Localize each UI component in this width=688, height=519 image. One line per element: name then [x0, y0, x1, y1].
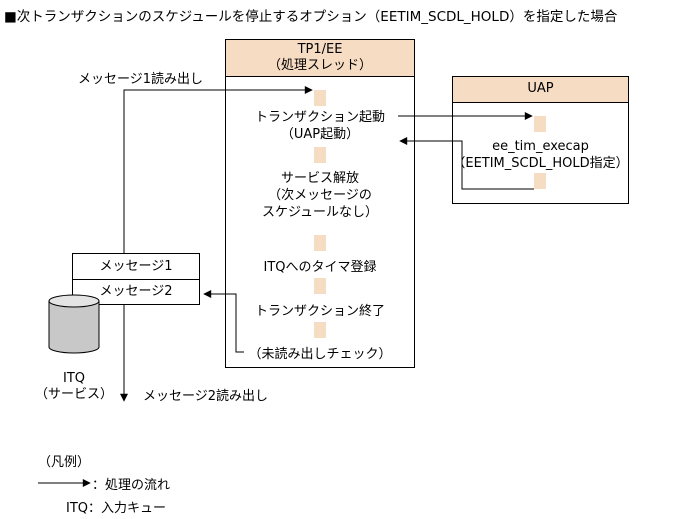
uap-call-option: （EETIM_SCDL_HOLD指定） — [452, 156, 629, 171]
tp1-ee-header-name: TP1/EE — [297, 42, 343, 57]
itq-label-service: （サービス） — [34, 387, 113, 402]
tp1-ee-header-sub: （処理スレッド） — [267, 58, 372, 73]
diagram-title: ■次トランザクションのスケジュールを停止するオプション（EETIM_SCDL_H… — [4, 9, 618, 25]
tp1-ee-header: TP1/EE （処理スレッド） — [226, 40, 414, 77]
itq-message-1: メッセージ1 — [73, 254, 199, 280]
uap-call-text: ee_tim_execap （EETIM_SCDL_HOLD指定） — [452, 138, 629, 172]
uap-call-function: ee_tim_execap — [492, 139, 589, 154]
itq-message-2: メッセージ2 — [99, 284, 173, 299]
tp1-step-marker-3 — [314, 235, 326, 251]
uap-header: UAP — [453, 77, 628, 103]
tp1-step-marker-2 — [314, 147, 326, 163]
flow-read-message-1 — [123, 86, 313, 253]
tp1-step-2-line3: スケジュールなし） — [261, 205, 379, 220]
flow-uap-return — [399, 137, 534, 190]
read-message-2-label: メッセージ2読み出し — [143, 389, 269, 404]
read-message-1-label: メッセージ1読み出し — [78, 72, 204, 87]
itq-label-name: ITQ — [62, 371, 85, 386]
tp1-step-2-line1: サービス解放 — [280, 171, 359, 186]
uap-marker-2 — [534, 173, 546, 189]
itq-message-box: メッセージ1 メッセージ2 — [72, 253, 200, 305]
tp1-ee-box: TP1/EE （処理スレッド） — [225, 39, 415, 368]
uap-marker-1 — [534, 116, 546, 132]
tp1-step-transaction-start: トランザクション起動 （UAP起動） — [225, 109, 415, 143]
legend-title: （凡例） — [38, 455, 91, 470]
tp1-step-marker-4 — [314, 278, 326, 294]
tp1-step-1-line1: トランザクション起動 — [254, 110, 385, 125]
tp1-step-timer-register: ITQへのタイマ登録 — [263, 260, 377, 275]
tp1-step-marker-1 — [314, 90, 326, 106]
tp1-step-marker-5 — [314, 322, 326, 338]
itq-label: ITQ （サービス） — [34, 371, 114, 403]
itq-database-icon — [48, 294, 100, 354]
tp1-step-service-release: サービス解放 （次メッセージの スケジュールなし） — [225, 170, 415, 221]
legend-flow-text: ：処理の流れ — [92, 478, 171, 493]
uap-box: UAP — [452, 76, 629, 204]
flow-unread-check — [203, 290, 244, 353]
tp1-step-transaction-end: トランザクション終了 — [254, 304, 385, 319]
legend-itq-text: ITQ：入力キュー — [66, 501, 167, 516]
tp1-step-1-line2: （UAP起動） — [280, 127, 360, 142]
tp1-step-2-line2: （次メッセージの — [268, 188, 372, 203]
tp1-step-unread-check: （未読み出しチェック） — [248, 347, 392, 362]
